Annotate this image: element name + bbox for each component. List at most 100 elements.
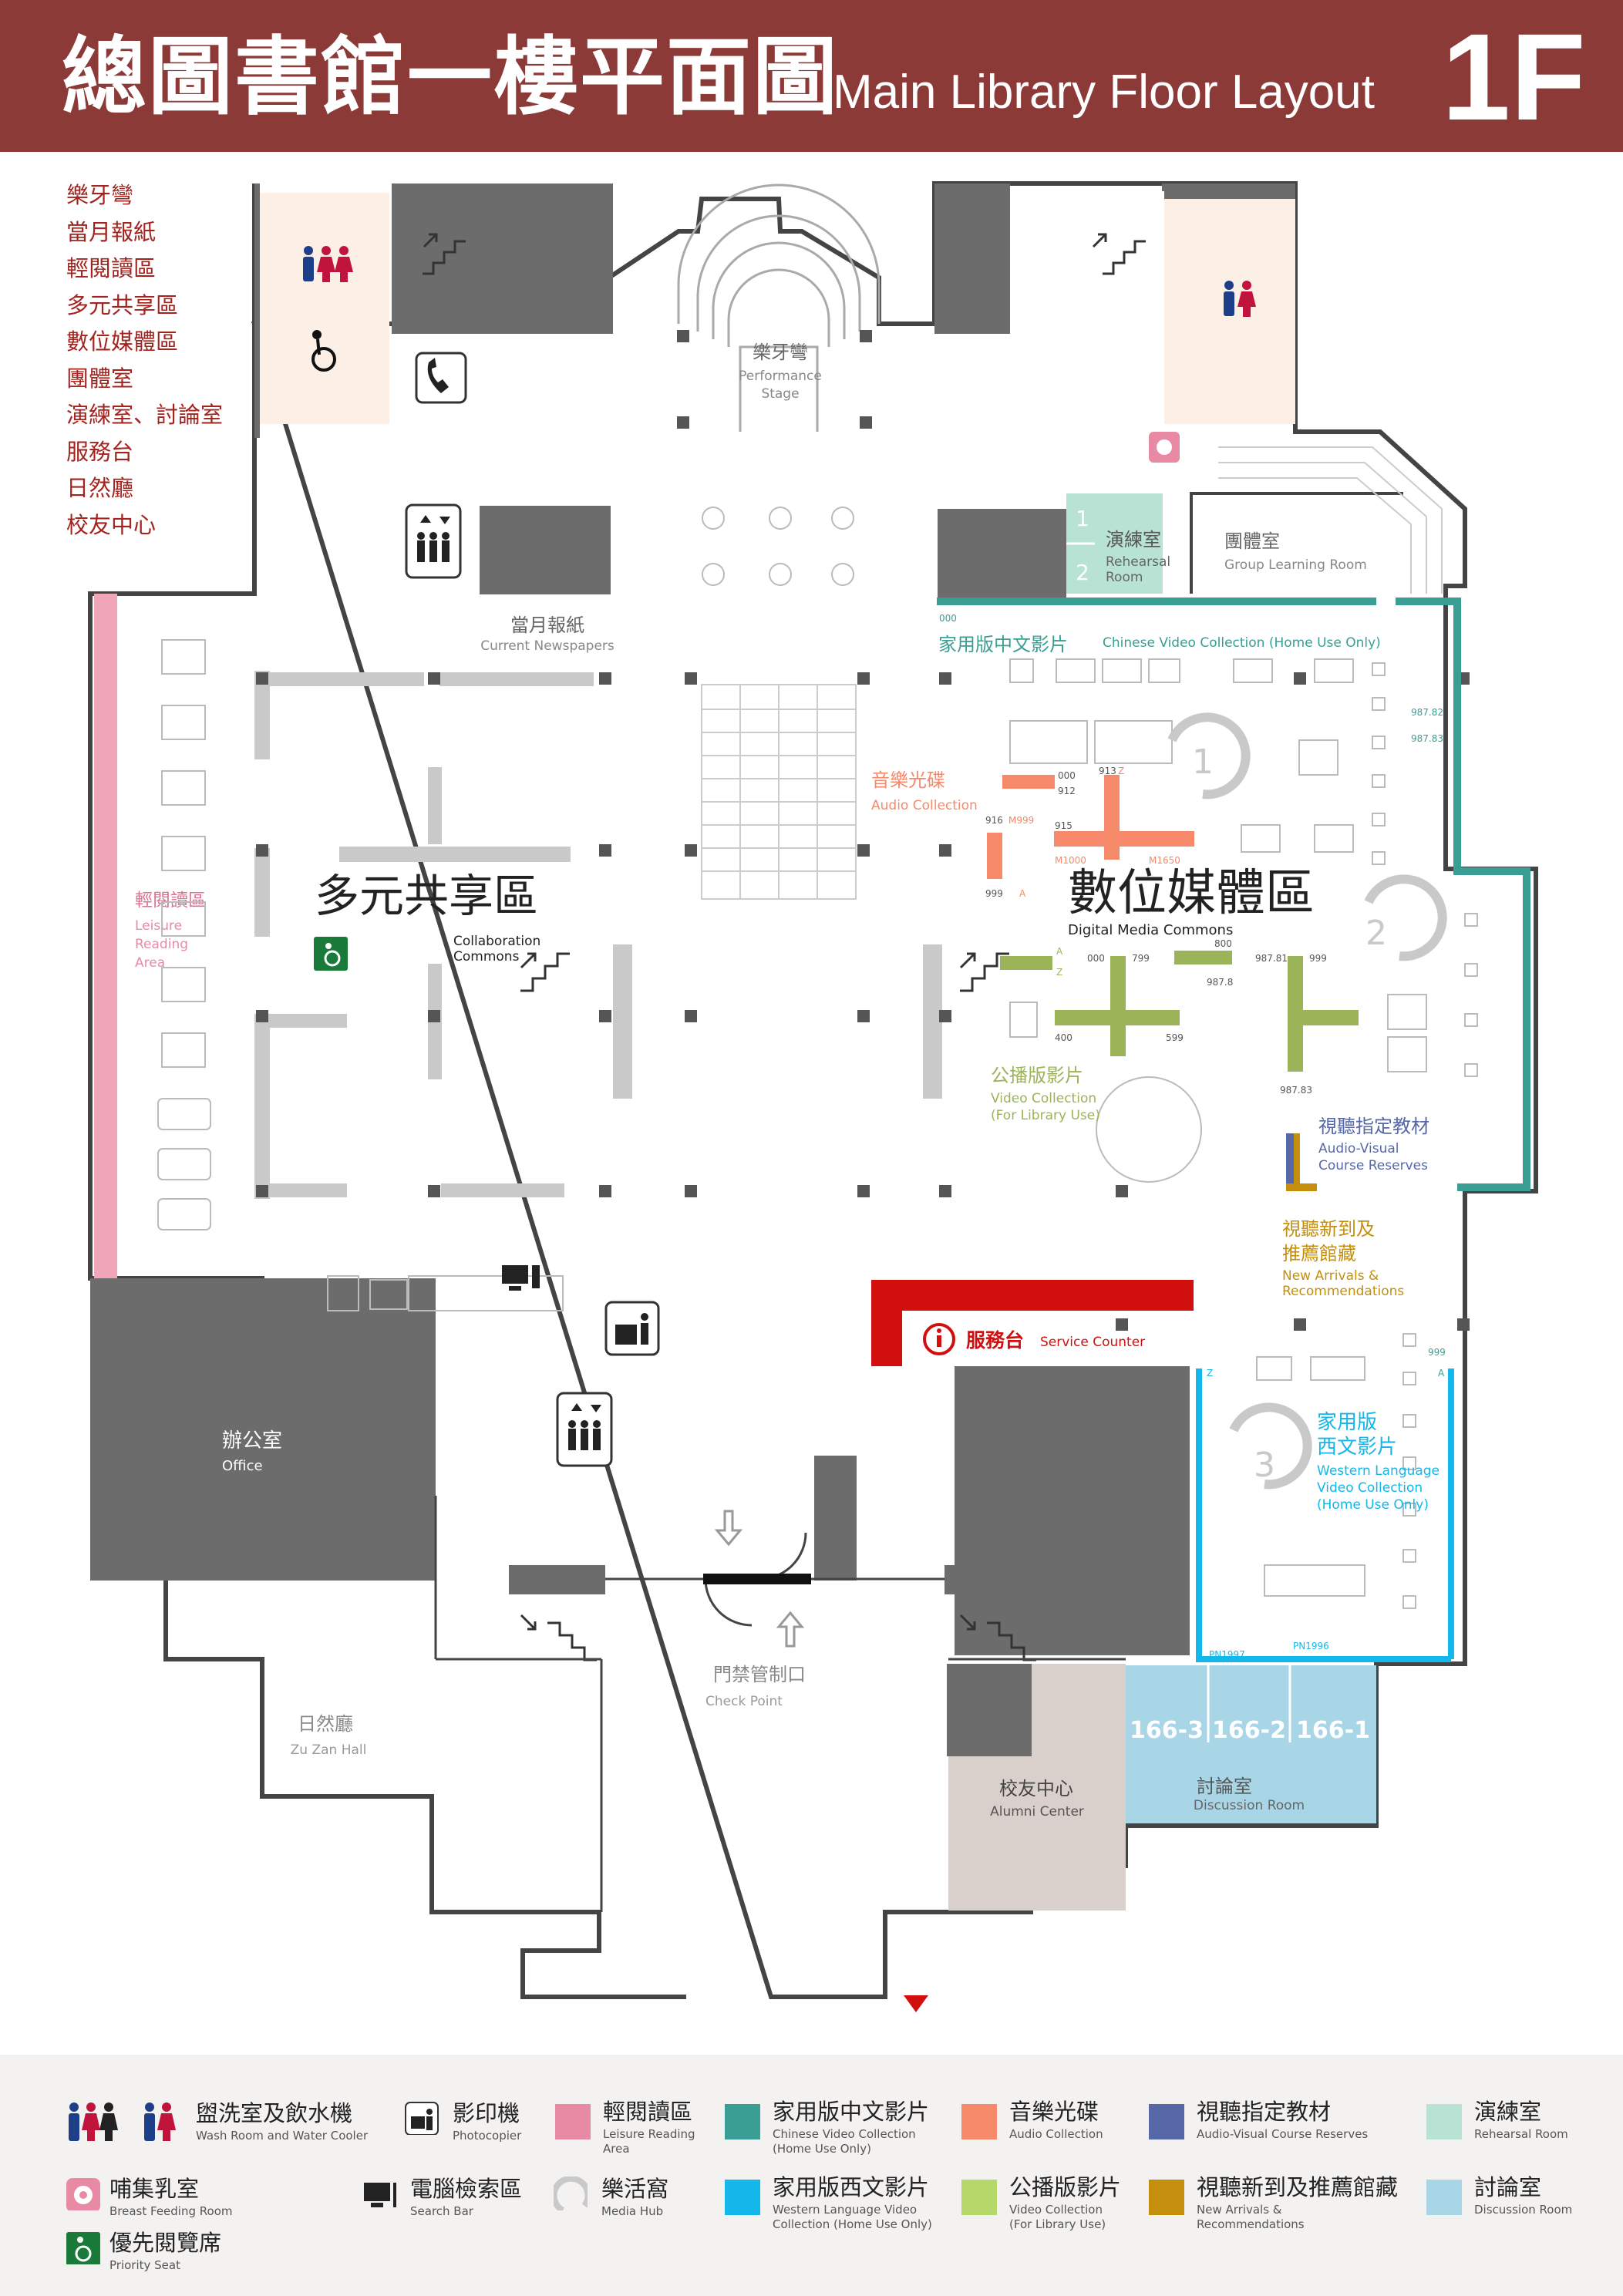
area-list: 樂牙彎 當月報紙 輕閱讀區 多元共享區 數位媒體區 團體室 演練室、討論室 服務… <box>66 177 223 544</box>
area-list-item[interactable]: 團體室 <box>66 365 134 392</box>
page-title: 總圖書館一樓平面圖 <box>62 28 839 126</box>
legend-desc: Western Language Video Collection (Home … <box>773 2203 932 2231</box>
call-number: 800 <box>1214 938 1232 949</box>
call-number: 987.81 <box>1255 953 1288 964</box>
leisure-label-en1: Leisure <box>135 918 182 934</box>
columns <box>256 672 1470 1331</box>
hall-label-zh: 日然廳 <box>298 1713 353 1735</box>
computer-icon <box>502 1265 540 1291</box>
vlib-label-en2: (For Library Use) <box>991 1108 1100 1123</box>
digital-label-en: Digital Media Commons <box>1068 922 1233 938</box>
office-label-en: Office <box>222 1458 263 1474</box>
wheelchair-icon <box>311 330 336 372</box>
call-number: A <box>1056 946 1063 957</box>
call-number: Z <box>1056 967 1062 978</box>
leisure-seating <box>157 639 211 1230</box>
call-number: 987.83 <box>1280 1085 1312 1096</box>
legend: 盥洗室及飲水機 Wash Room and Water Cooler 影印機 P… <box>0 2055 1623 2296</box>
media-hub-icon <box>554 2176 588 2210</box>
checkpoint-label-zh: 門禁管制口 <box>713 1664 806 1685</box>
legend-label: 樂活窩 <box>601 2176 669 2202</box>
area-list-item[interactable]: 數位媒體區 <box>66 328 179 355</box>
legend-desc: Breast Feeding Room <box>109 2204 233 2218</box>
leisure-label-en2: Reading <box>135 937 188 952</box>
wvc-label-zh2: 西文影片 <box>1317 1436 1397 1459</box>
hub-number: 3 <box>1254 1446 1275 1485</box>
group-room-label-zh: 團體室 <box>1224 530 1280 552</box>
chinese-video-shelf[interactable] <box>937 598 1530 1191</box>
leisure-label-en3: Area <box>135 955 165 971</box>
room-166-2[interactable]: 166-2 <box>1212 1717 1286 1744</box>
stairs-icon <box>423 233 1146 1661</box>
area-list-item[interactable]: 多元共享區 <box>66 291 179 318</box>
hub-number: 2 <box>1365 914 1387 953</box>
leisure-reading-strip[interactable] <box>94 594 117 1278</box>
breastfeeding-icon[interactable] <box>1149 432 1180 463</box>
alumni-center[interactable] <box>1032 1664 1126 1911</box>
digital-label-zh: 數位媒體區 <box>1068 865 1315 922</box>
room-166-1[interactable]: 166-1 <box>1296 1717 1370 1744</box>
legend-desc: Priority Seat <box>109 2258 180 2272</box>
area-list-item[interactable]: 演練室、討論室 <box>66 402 224 428</box>
avr-label-en1: Audio-Visual <box>1318 1141 1399 1156</box>
discussion-rooms[interactable] <box>1126 1665 1376 1823</box>
newarr-label-zh2: 推薦館藏 <box>1282 1243 1356 1264</box>
page-subtitle: Main Library Floor Layout <box>833 66 1375 119</box>
area-list-item[interactable]: 輕閱讀區 <box>66 255 157 281</box>
new-arrivals-shelf[interactable] <box>1286 1183 1317 1191</box>
legend-label: 音樂光碟 <box>1009 2099 1099 2125</box>
legend-swatch <box>961 2104 997 2139</box>
photocopier-icon <box>405 2102 439 2135</box>
media-hub-icon[interactable] <box>1167 712 1447 1490</box>
alumni-label-zh: 校友中心 <box>999 1778 1073 1799</box>
info-icon <box>923 1323 955 1355</box>
newarr-label-en1: New Arrivals & <box>1282 1268 1379 1284</box>
area-list-item[interactable]: 服務台 <box>66 438 134 465</box>
call-number: M1650 <box>1149 855 1180 866</box>
library-video-shelves[interactable] <box>1000 951 1359 1072</box>
av-reserves-shelf[interactable] <box>1286 1133 1294 1187</box>
western-video-shelf[interactable] <box>1196 1369 1454 1662</box>
legend-desc: Rehearsal Room <box>1474 2127 1568 2141</box>
legend-label: 視聽指定教材 <box>1197 2099 1332 2125</box>
legend-swatch <box>1149 2180 1184 2215</box>
legend-desc: Discussion Room <box>1474 2203 1573 2217</box>
discussion-label-zh: 討論室 <box>1197 1776 1252 1797</box>
call-number: Z <box>1207 1368 1213 1379</box>
cvc-label-en: Chinese Video Collection (Home Use Only) <box>1103 635 1381 651</box>
legend-desc: Search Bar <box>410 2204 473 2218</box>
legend-label: 優先閱覽席 <box>109 2230 222 2256</box>
area-list-item[interactable]: 日然廳 <box>66 475 134 501</box>
call-number: 000 <box>1087 953 1105 964</box>
call-number: 987.8 <box>1207 977 1233 988</box>
group-room-steps <box>1218 446 1443 594</box>
hub-number: 1 <box>1192 742 1214 782</box>
legend-desc: Wash Room and Water Cooler <box>196 2129 369 2143</box>
call-number: PN1997 <box>1209 1649 1245 1660</box>
direction-arrows <box>714 1510 805 1648</box>
leisure-label-zh: 輕閱讀區 <box>135 890 206 911</box>
phone-icon <box>415 352 467 404</box>
area-list-item[interactable]: 當月報紙 <box>66 218 157 245</box>
floor-plan: 樂牙彎 Performance Stage 輕閱讀區 Leisure Readi… <box>88 181 1538 2012</box>
collab-label-zh: 多元共享區 <box>315 870 538 922</box>
room-166-3[interactable]: 166-3 <box>1130 1717 1204 1744</box>
performance-stage[interactable] <box>677 183 881 432</box>
legend-label: 影印機 <box>453 2100 520 2126</box>
service-label-en: Service Counter <box>1040 1335 1145 1350</box>
call-number: M999 <box>1008 815 1034 826</box>
structural-blocks <box>90 183 1295 1756</box>
call-number: 987.83 <box>1411 733 1443 744</box>
audio-shelves[interactable] <box>987 775 1194 879</box>
collaboration-partitions <box>254 671 942 1199</box>
photocopier-icon <box>604 1301 660 1356</box>
restroom-left[interactable] <box>260 193 389 424</box>
legend-label: 公播版影片 <box>1009 2174 1122 2200</box>
service-counter[interactable] <box>871 1280 1194 1366</box>
priority-seat-icon <box>66 2232 100 2264</box>
area-list-item[interactable]: 校友中心 <box>66 511 157 538</box>
wvc-label-en3: (Home Use Only) <box>1317 1497 1429 1513</box>
area-list-item[interactable]: 樂牙彎 <box>66 182 134 208</box>
legend-swatch <box>1426 2180 1462 2215</box>
checkpoint-label-en: Check Point <box>705 1694 783 1709</box>
